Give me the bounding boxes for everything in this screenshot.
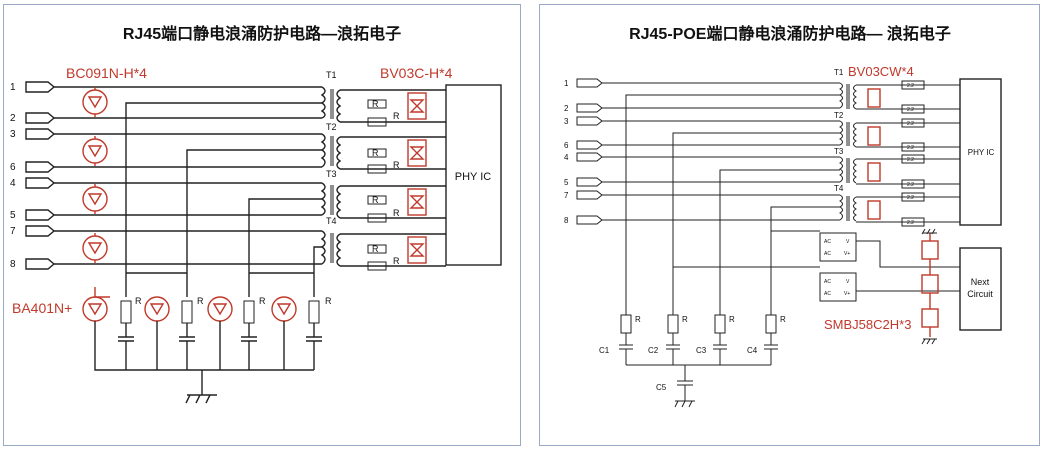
left-t2-label: T2 xyxy=(326,122,337,132)
left-transformers xyxy=(320,86,342,267)
right-circuit-label: Circuit xyxy=(967,289,993,299)
right-port-lines xyxy=(576,78,840,225)
svg-text:V: V xyxy=(846,279,850,285)
rj45-esd-surge-diagram: RJ45端口静电浪涌防护电路—浪拓电子 PHY IC BC091N-H*4 BV… xyxy=(10,24,502,404)
svg-text:R: R xyxy=(135,296,142,306)
svg-text:6: 6 xyxy=(564,141,569,150)
svg-text:R: R xyxy=(729,315,735,324)
svg-text:8: 8 xyxy=(564,216,569,225)
svg-text:R: R xyxy=(197,296,204,306)
left-pin-1: 1 xyxy=(10,82,16,93)
left-t3-label: T3 xyxy=(326,169,337,179)
left-bv03c-label: BV03C-H*4 xyxy=(380,65,453,81)
svg-text:AC: AC xyxy=(824,291,831,297)
left-pin-7: 7 xyxy=(10,226,16,237)
left-pin-4: 4 xyxy=(10,178,16,189)
left-t4-label: T4 xyxy=(326,216,337,226)
right-phy-label: PHY IC xyxy=(968,148,995,157)
left-ba401n-label: BA401N+ xyxy=(12,300,72,316)
svg-text:2.2: 2.2 xyxy=(907,145,914,151)
svg-text:C1: C1 xyxy=(599,346,610,355)
svg-text:V: V xyxy=(846,239,850,245)
right-secondary-side: 2.2 2.2 2.2 2.2 2.2 2.2 2.2 2.2 xyxy=(856,80,960,227)
svg-text:2.2: 2.2 xyxy=(907,220,914,226)
right-phy-ic xyxy=(959,78,1002,226)
left-phy-label: PHY IC xyxy=(455,171,492,183)
left-t1-label: T1 xyxy=(326,70,337,80)
left-phy-ic xyxy=(445,84,502,266)
svg-text:R: R xyxy=(780,315,786,324)
left-pin-3: 3 xyxy=(10,129,16,140)
left-bc091n-label: BC091N-H*4 xyxy=(66,65,147,81)
svg-text:1: 1 xyxy=(564,79,569,88)
right-transformers xyxy=(839,82,857,222)
svg-text:C2: C2 xyxy=(648,346,659,355)
right-smbj-label: SMBJ58C2H*3 xyxy=(824,317,911,332)
rj45-poe-esd-surge-diagram: RJ45-POE端口静电浪涌防护电路— 浪拓电子 PHY IC Next Cir… xyxy=(564,24,1002,408)
left-pin-8: 8 xyxy=(10,259,16,270)
right-title: RJ45-POE端口静电浪涌防护电路— 浪拓电子 xyxy=(629,24,951,43)
left-pin-6: 6 xyxy=(10,162,16,173)
left-title: RJ45端口静电浪涌防护电路—浪拓电子 xyxy=(123,24,401,43)
right-pin-labels: 1 2 3 6 4 5 7 8 xyxy=(564,79,569,225)
svg-text:2.2: 2.2 xyxy=(907,157,914,163)
left-port-lines xyxy=(25,81,322,270)
svg-text:R: R xyxy=(372,244,379,254)
svg-text:AC: AC xyxy=(824,239,831,245)
svg-text:R: R xyxy=(393,111,400,121)
svg-text:2.2: 2.2 xyxy=(907,195,914,201)
svg-text:2.2: 2.2 xyxy=(907,121,914,127)
svg-text:R: R xyxy=(393,160,400,170)
right-centertap-network: AC AC V V+ AC AC V V+ R R R R C1 C2 C3 C4 C5 xyxy=(599,94,960,408)
svg-text:R: R xyxy=(682,315,688,324)
svg-text:V+: V+ xyxy=(844,251,850,257)
left-bc091n-devices xyxy=(82,87,108,263)
svg-text:2: 2 xyxy=(564,104,569,113)
svg-text:C4: C4 xyxy=(747,346,758,355)
right-bv03cw-label: BV03CW*4 xyxy=(848,64,914,79)
svg-text:T1: T1 xyxy=(834,68,844,77)
right-circuit-panel: RJ45-POE端口静电浪涌防护电路— 浪拓电子 PHY IC Next Cir… xyxy=(539,4,1040,446)
svg-text:C5: C5 xyxy=(656,383,667,392)
svg-text:3: 3 xyxy=(564,117,569,126)
svg-text:4: 4 xyxy=(564,153,569,162)
left-pin-2: 2 xyxy=(10,113,16,124)
svg-text:2.2: 2.2 xyxy=(907,107,914,113)
svg-text:C3: C3 xyxy=(696,346,707,355)
svg-text:R: R xyxy=(259,296,266,306)
svg-text:T3: T3 xyxy=(834,147,844,156)
left-circuit-panel: RJ45端口静电浪涌防护电路—浪拓电子 PHY IC BC091N-H*4 BV… xyxy=(3,4,521,446)
svg-text:2.2: 2.2 xyxy=(907,182,914,188)
svg-text:T2: T2 xyxy=(834,111,844,120)
left-pin-5: 5 xyxy=(10,210,16,221)
svg-text:R: R xyxy=(372,195,379,205)
right-next-circuit xyxy=(959,247,1002,331)
svg-text:R: R xyxy=(325,296,332,306)
left-centertap-network: R R R R xyxy=(82,102,332,404)
svg-text:R: R xyxy=(635,315,641,324)
svg-text:R: R xyxy=(372,99,379,109)
svg-text:R: R xyxy=(393,208,400,218)
svg-text:AC: AC xyxy=(824,251,831,257)
svg-text:R: R xyxy=(372,148,379,158)
svg-text:AC: AC xyxy=(824,279,831,285)
right-next-label: Next xyxy=(971,277,990,287)
svg-text:2.2: 2.2 xyxy=(907,83,914,89)
left-secondary-side: R R R R R R R R xyxy=(340,89,446,271)
svg-text:R: R xyxy=(393,256,400,266)
svg-text:T4: T4 xyxy=(834,184,844,193)
svg-text:5: 5 xyxy=(564,178,569,187)
svg-text:7: 7 xyxy=(564,191,569,200)
svg-text:V+: V+ xyxy=(844,291,850,297)
left-pin-labels: 1 2 3 6 4 5 7 8 xyxy=(10,82,16,270)
